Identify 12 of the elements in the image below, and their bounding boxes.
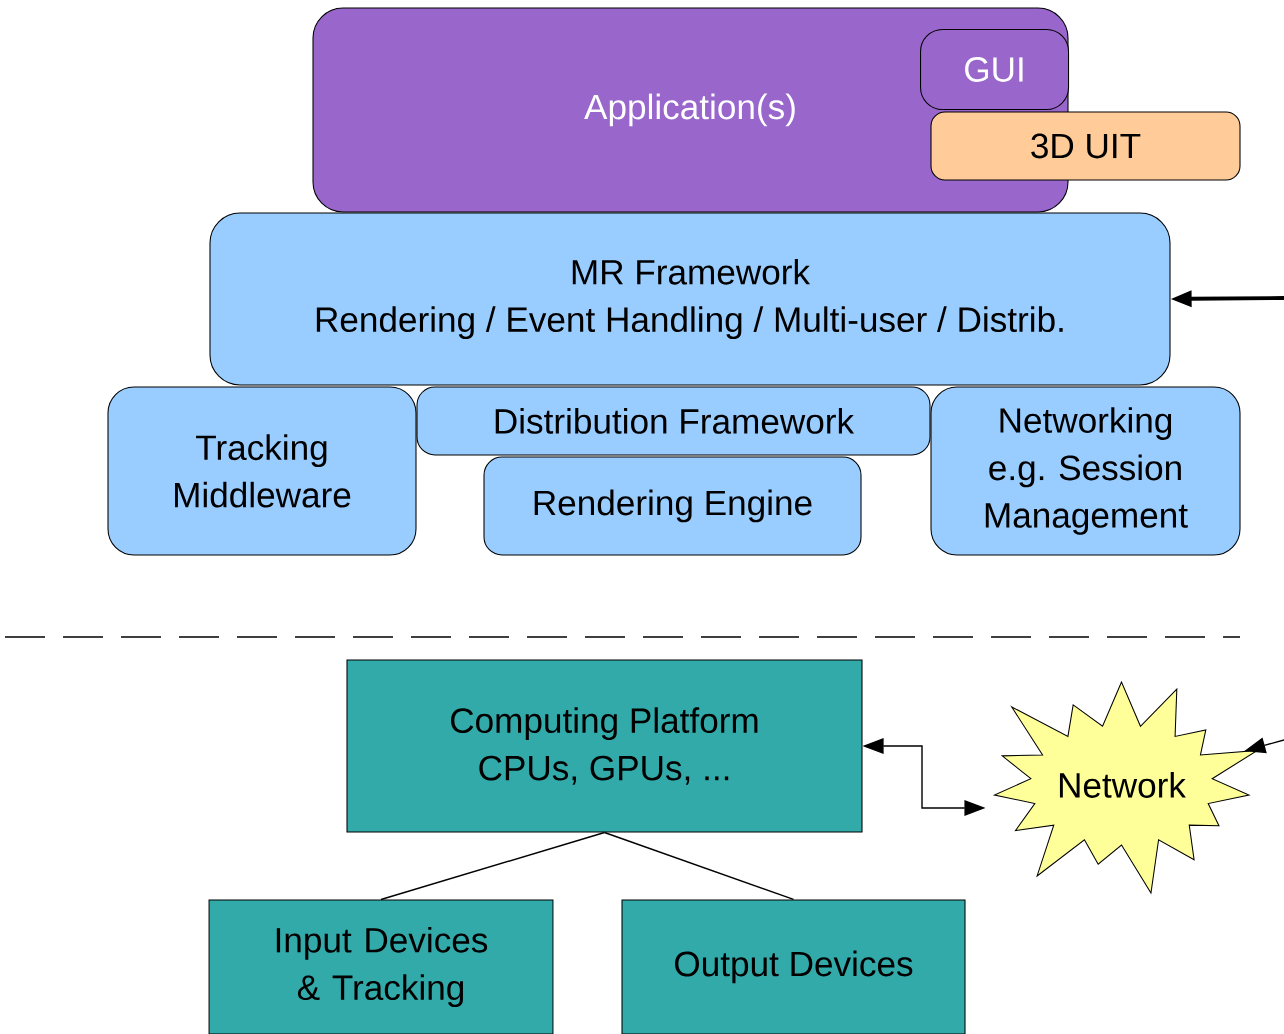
layer-box: Input Devices & Tracking [208,899,554,1034]
connector-line [603,831,795,901]
connector-line [380,831,606,901]
layer-box: Networking e.g. Session Management [930,386,1241,556]
layer-box: MR Framework Rendering / Event Handling / Multi-user / Distrib. [209,212,1171,386]
layer-box: Rendering Engine [483,456,862,556]
layer-box: GUI [920,28,1070,110]
layer-box: 3D UIT [930,111,1241,181]
layer-box: Output Devices [621,899,966,1034]
layer-box: Distribution Framework [416,386,931,456]
layer-box: Computing Platform CPUs, GPUs, ... [346,659,863,833]
layer-box: Tracking Middleware [107,386,417,556]
